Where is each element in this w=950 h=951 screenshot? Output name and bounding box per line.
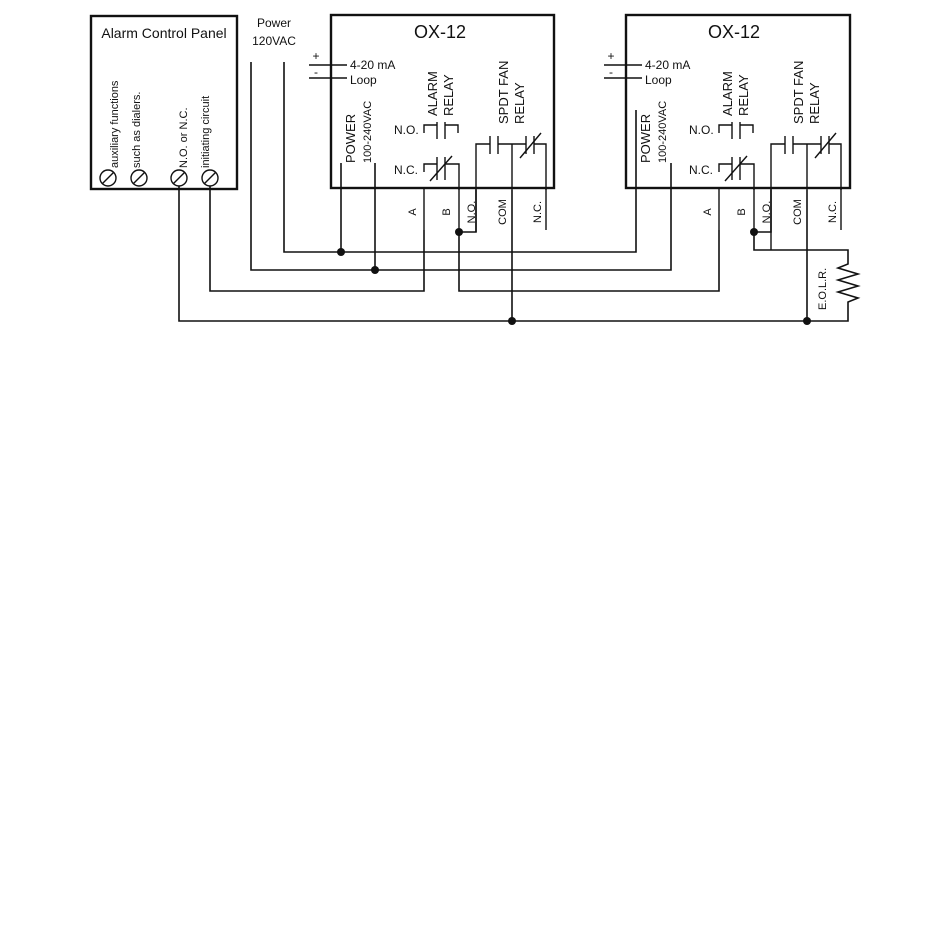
aux-functions-line1: auxiliary functions — [109, 80, 121, 168]
alarm-nc-label: N.C. — [394, 163, 418, 177]
power-source-line1: Power — [257, 16, 291, 30]
eolr-resistor: E.O.L.R. — [817, 258, 861, 310]
initiating-circuit-wire — [209, 186, 425, 292]
terminal-b-label: B — [441, 208, 453, 215]
ox12-title: OX-12 — [414, 22, 466, 42]
unit1-to-unit2-wire — [458, 230, 720, 292]
loop-label-line1: 4-20 mA — [350, 58, 395, 72]
loop-label-line1: 4-20 mA — [645, 58, 690, 72]
alarm-relay-label-line2: RELAY — [736, 74, 751, 116]
terminal-no-label: N.O. — [466, 201, 478, 224]
alarm-relay-no-contact-icon — [423, 122, 459, 139]
power-voltage-label: 100-240VAC — [362, 101, 374, 163]
fan-relay-nc-contact-icon — [511, 132, 547, 190]
loop-plus-sign: + — [607, 49, 614, 63]
power-source-line2: 120VAC — [252, 34, 296, 48]
junction-dot — [455, 228, 463, 236]
resistor-icon — [835, 258, 861, 308]
loop-plus-sign: + — [312, 49, 319, 63]
alarm-panel-box — [89, 14, 239, 191]
terminal-com-label: COM — [497, 199, 509, 225]
terminal-nc-label: N.C. — [532, 201, 544, 223]
terminal-no-label: N.O. — [761, 201, 773, 224]
unit2-b-no-bridge-wire — [754, 190, 772, 233]
alarm-relay-nc-contact-icon — [718, 155, 755, 190]
terminal-a-label: A — [702, 208, 714, 216]
alarm-panel-title: Alarm Control Panel — [101, 25, 226, 41]
terminal-a-label: A — [407, 208, 419, 216]
ox12-unit-2: OX-12 + - 4-20 mA Loop POWER 100-240VAC … — [604, 13, 852, 250]
power-label: POWER — [343, 114, 358, 163]
ox12-unit-1: OX-12 + - 4-20 mA Loop POWER 100-240VAC … — [309, 13, 556, 232]
alarm-control-panel: Alarm Control Panel auxiliary functions … — [89, 14, 239, 191]
alarm-relay-nc-contact-icon — [423, 155, 460, 190]
loop-label-line2: Loop — [350, 73, 377, 87]
fan-relay-label-line1: SPDT FAN — [496, 61, 511, 124]
common-return-wire — [178, 186, 849, 322]
loop-minus-sign: - — [609, 65, 613, 79]
wiring — [178, 62, 849, 325]
ox12-unit-box — [624, 13, 852, 190]
power-neutral-wire — [250, 62, 672, 271]
alarm-no-label: N.O. — [689, 123, 714, 137]
junction-dot — [337, 248, 345, 256]
power-label: POWER — [638, 114, 653, 163]
junction-dot — [750, 228, 758, 236]
fan-relay-label-line2: RELAY — [512, 82, 527, 124]
alarm-relay-no-contact-icon — [718, 122, 754, 139]
ox12-unit-box — [329, 13, 556, 190]
fan-relay-label-line2: RELAY — [807, 82, 822, 124]
eolr-label: E.O.L.R. — [817, 268, 829, 310]
alarm-relay-label-line2: RELAY — [441, 74, 456, 116]
fan-relay-no-contact-icon — [770, 136, 821, 190]
unit1-b-no-bridge-wire — [459, 190, 477, 233]
junction-dot — [803, 317, 811, 325]
aux-functions-line2: such as dialers. — [131, 92, 143, 168]
ox12-title: OX-12 — [708, 22, 760, 42]
terminal-screw-icon — [99, 169, 117, 187]
unit2-to-eolr-wire — [753, 232, 849, 258]
terminal-b-label: B — [736, 208, 748, 215]
alarm-nc-label: N.C. — [689, 163, 713, 177]
junction-dot — [508, 317, 516, 325]
alarm-no-label: N.O. — [394, 123, 419, 137]
alarm-relay-label-line1: ALARM — [425, 71, 440, 116]
terminal-nc-label: N.C. — [827, 201, 839, 223]
alarm-relay-label-line1: ALARM — [720, 71, 735, 116]
initiating-circuit-line2: initiating circuit — [200, 96, 212, 168]
power-line-wire — [283, 62, 637, 253]
fan-relay-label-line1: SPDT FAN — [791, 61, 806, 124]
terminal-screw-icon — [130, 169, 148, 187]
loop-label-line2: Loop — [645, 73, 672, 87]
initiating-circuit-line1: N.O. or N.C. — [178, 107, 190, 168]
power-voltage-label: 100-240VAC — [657, 101, 669, 163]
junction-dot — [371, 266, 379, 274]
terminal-com-label: COM — [792, 199, 804, 225]
power-source: Power 120VAC — [252, 16, 296, 48]
fan-relay-nc-contact-icon — [806, 132, 842, 190]
loop-minus-sign: - — [314, 65, 318, 79]
